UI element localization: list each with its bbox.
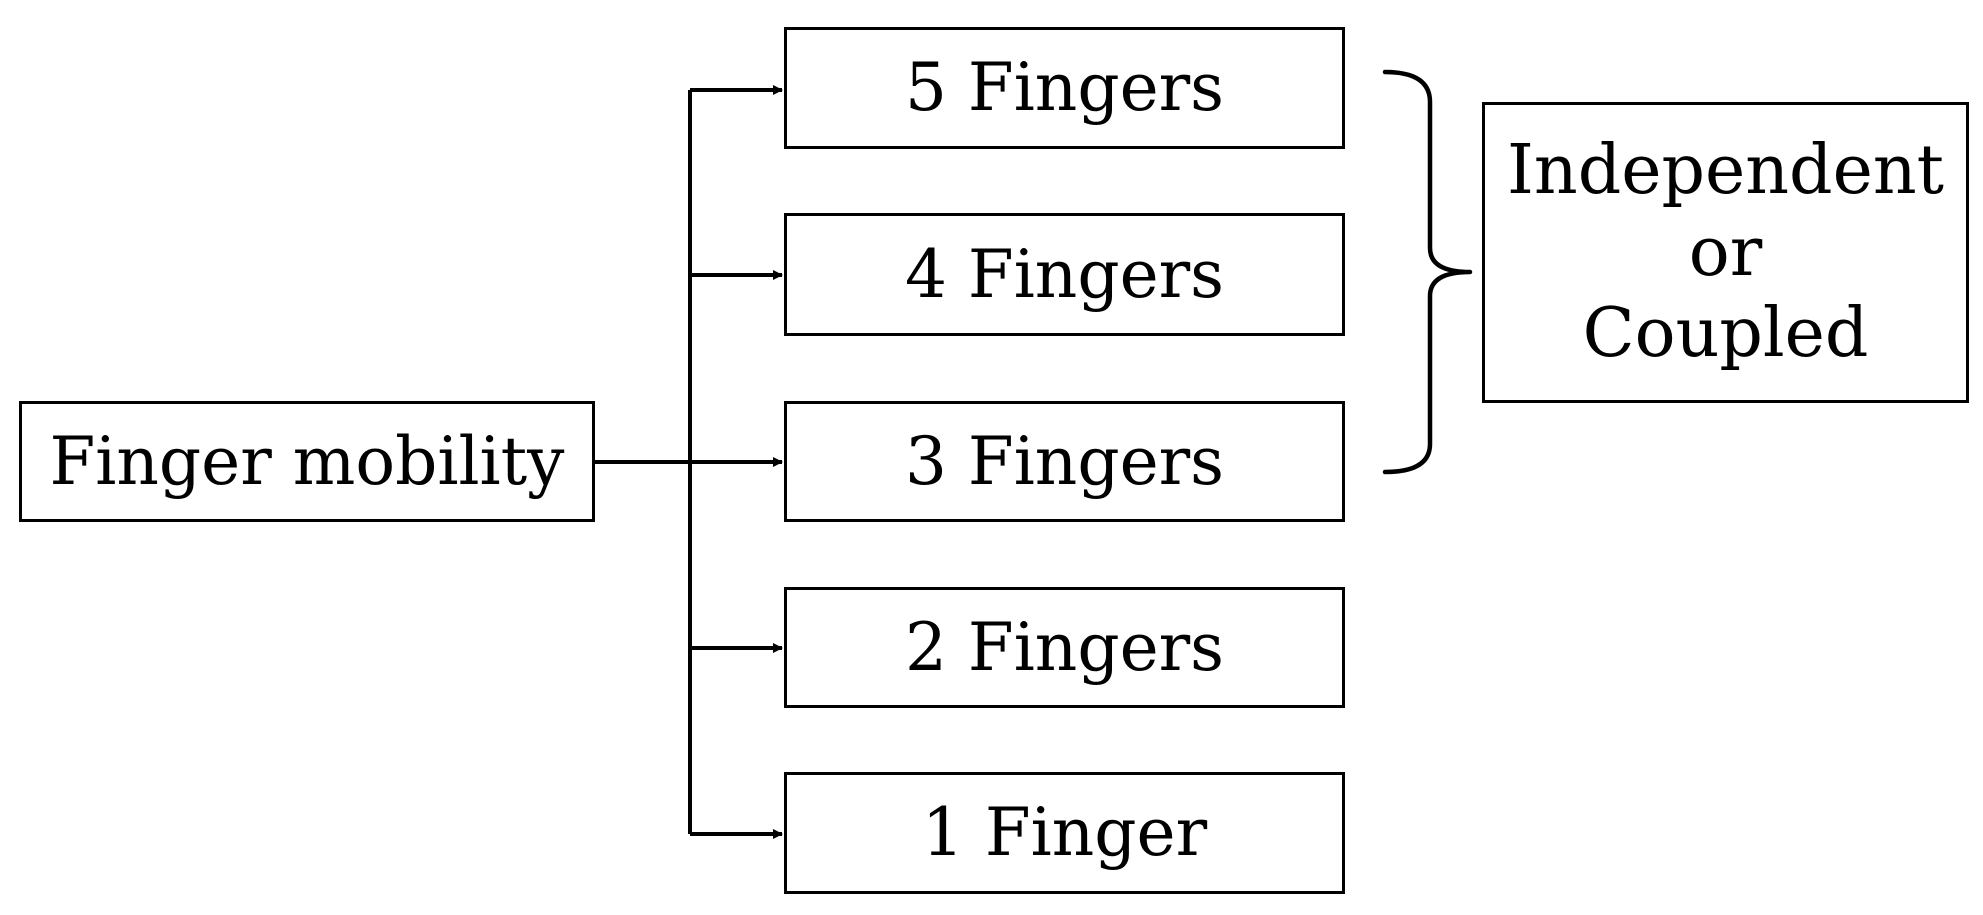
mode-box: Independent or Coupled: [1482, 102, 1969, 403]
mode-line-coupled: Coupled: [1582, 294, 1869, 374]
mode-line-or: or: [1688, 212, 1763, 292]
option-label: 2 Fingers: [904, 608, 1225, 686]
finger-mobility-box: Finger mobility: [19, 401, 595, 522]
option-box-5-fingers: 5 Fingers: [784, 27, 1345, 149]
curly-brace: [1382, 69, 1473, 475]
option-box-4-fingers: 4 Fingers: [784, 213, 1345, 336]
option-box-3-fingers: 3 Fingers: [784, 401, 1345, 522]
option-label: 1 Finger: [921, 794, 1208, 871]
mode-line-independent: Independent: [1507, 131, 1944, 211]
option-label: 5 Fingers: [904, 49, 1225, 126]
option-box-1-finger: 1 Finger: [784, 772, 1345, 894]
option-label: 4 Fingers: [904, 235, 1225, 313]
option-label: 3 Fingers: [904, 422, 1225, 500]
finger-mobility-label: Finger mobility: [49, 422, 565, 500]
option-box-2-fingers: 2 Fingers: [784, 587, 1345, 708]
